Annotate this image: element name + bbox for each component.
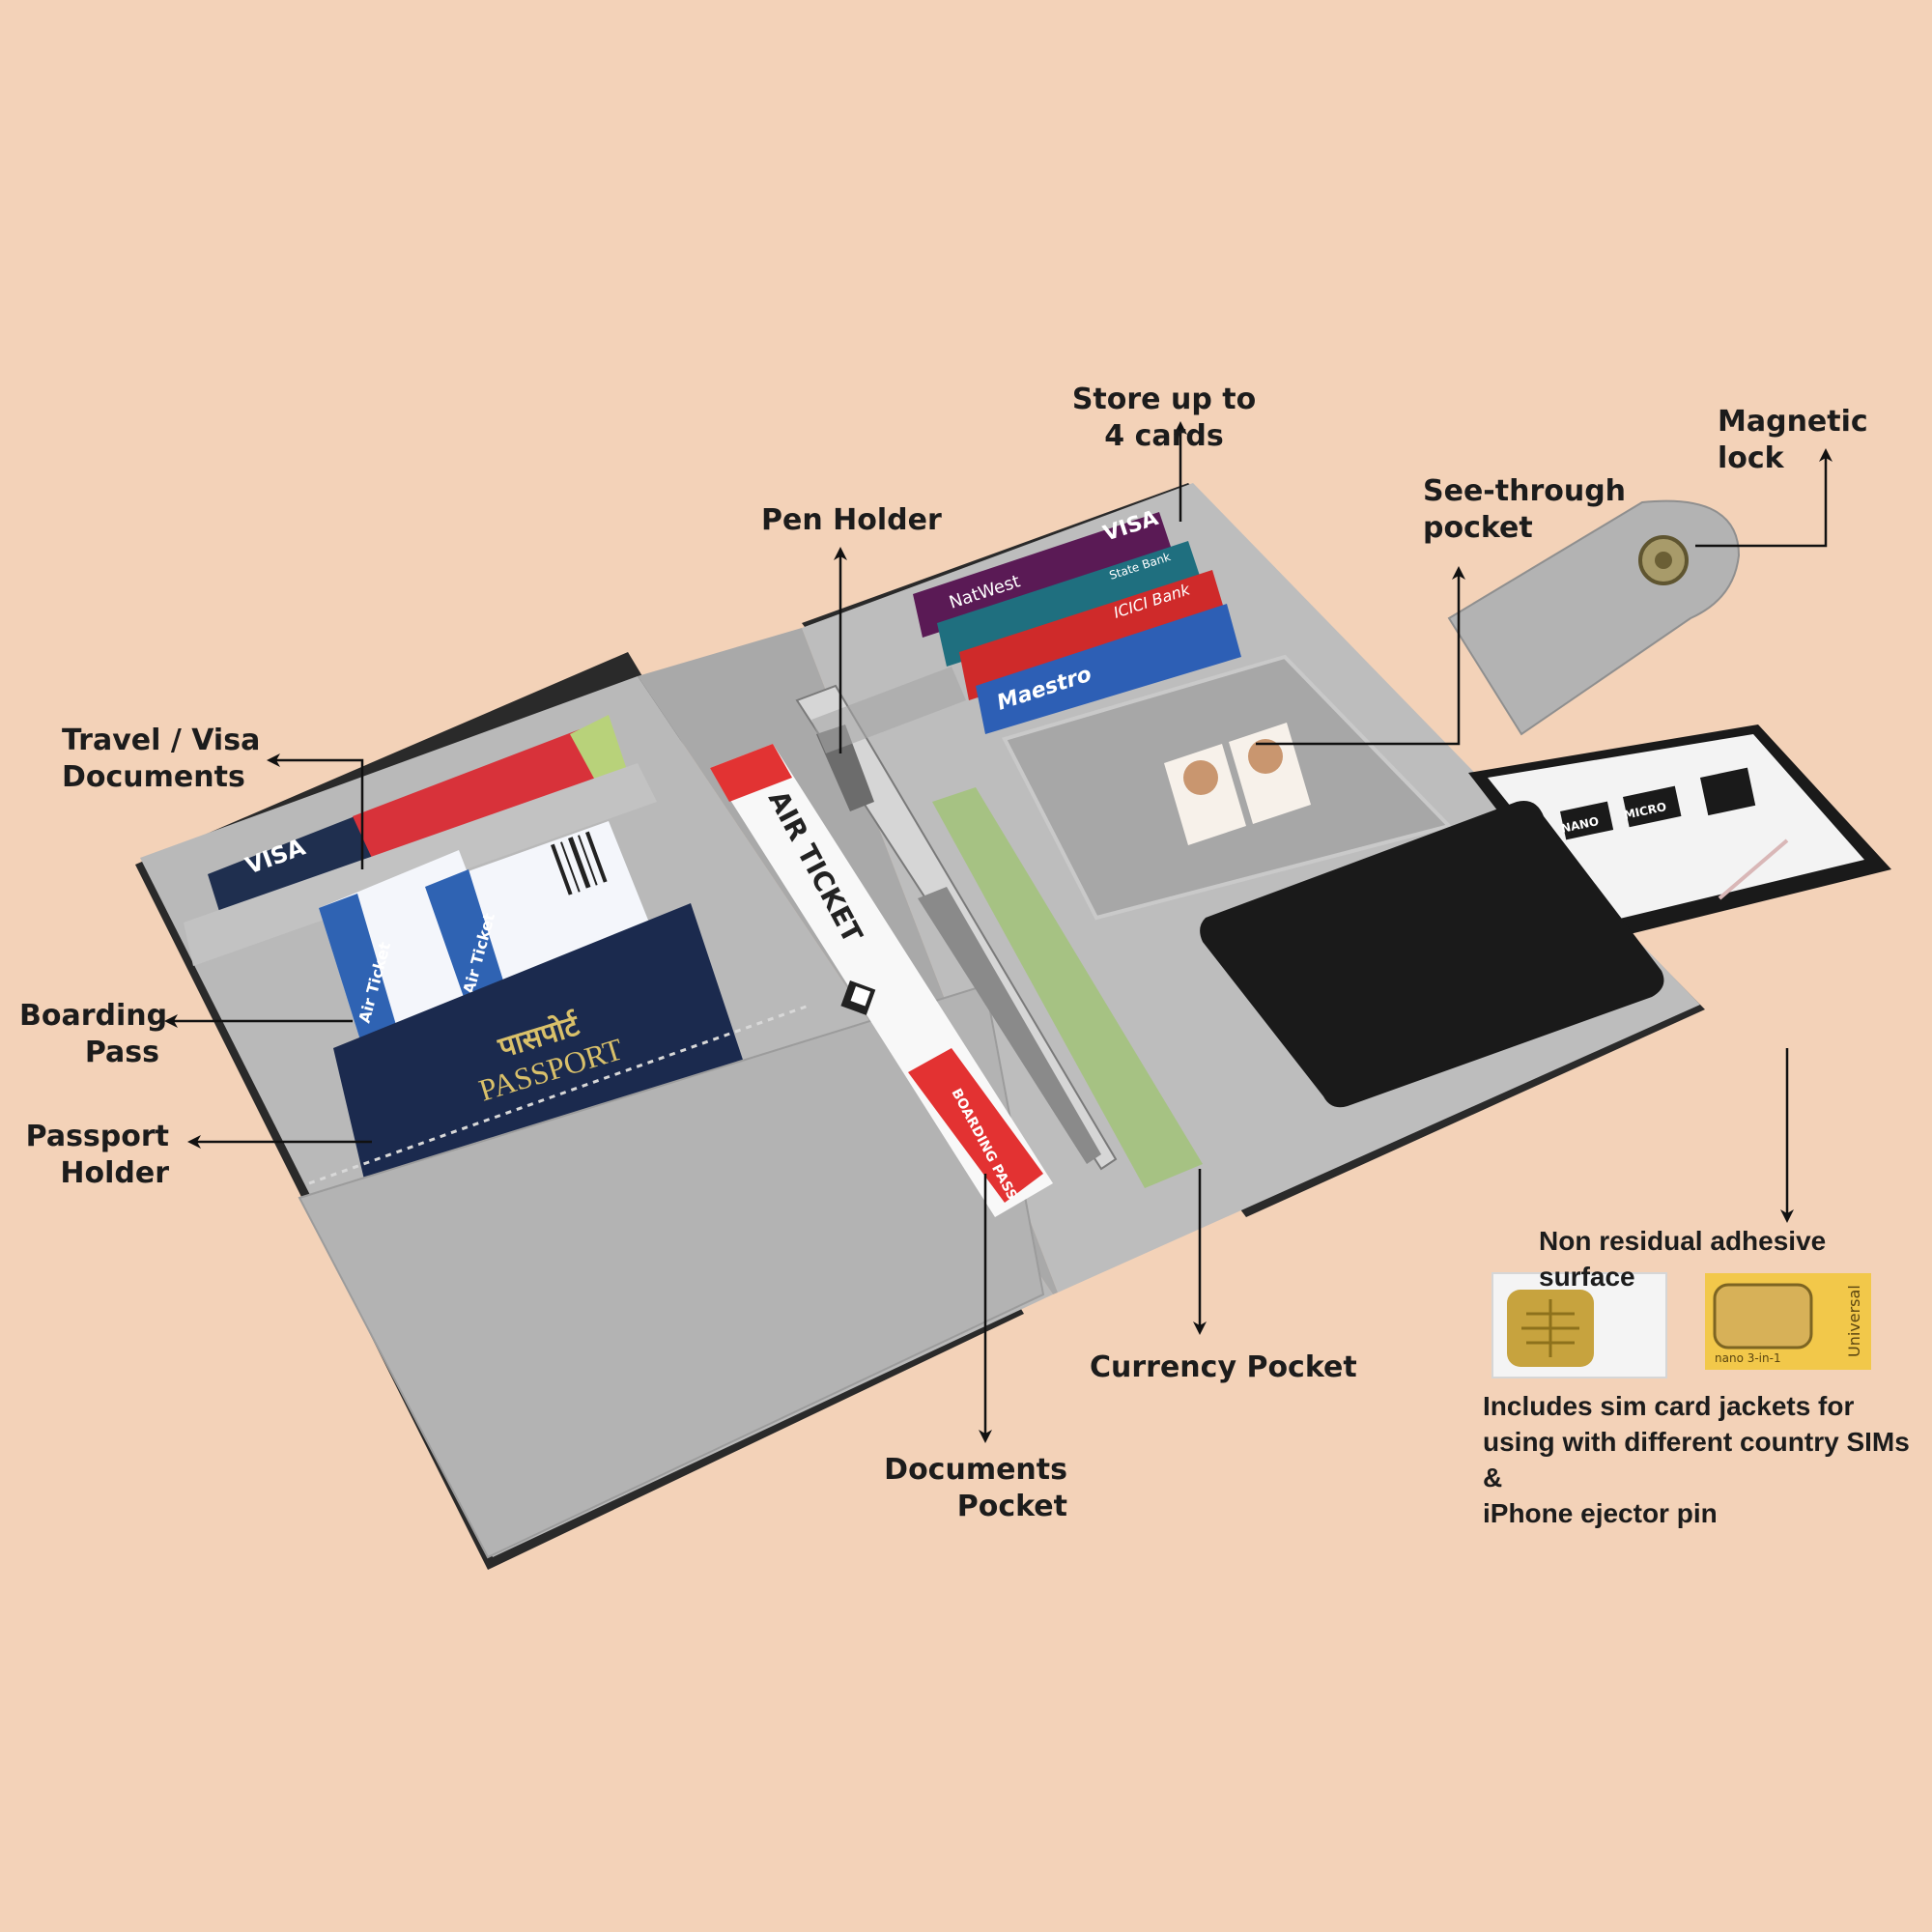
label-pen-holder: Pen Holder	[761, 503, 942, 537]
sim-universal-text: Universal	[1845, 1285, 1863, 1357]
label-sim-jackets: Includes sim card jackets for using with…	[1483, 1391, 1910, 1528]
callout-arrows	[164, 421, 1833, 1443]
photo-1-face	[1183, 760, 1218, 795]
label-boarding-pass: Boarding Pass	[19, 999, 168, 1069]
sim-chip-1-lines	[1521, 1299, 1579, 1357]
passport-cover	[333, 903, 744, 1212]
label-passport-holder: Passport Holder	[25, 1120, 169, 1190]
arrow-see-through	[1256, 566, 1465, 746]
travel-visa-documents: VISA	[184, 715, 657, 966]
pen-grip	[918, 887, 1101, 1164]
sim-micro-slot	[1623, 785, 1682, 828]
cards: NatWest VISA State Bank ICICI Bank Maest…	[913, 506, 1241, 734]
arrow-magnetic-lock	[1695, 448, 1833, 548]
currency-notes	[932, 787, 1203, 1188]
boarding-pass-doc-stripe	[908, 1048, 1043, 1203]
air-ticket-header	[710, 744, 792, 802]
pocket-stitch	[308, 1003, 812, 1185]
card-natwest	[913, 512, 1174, 638]
sim-standard-slot	[1700, 767, 1756, 816]
label-see-through-pocket: See-through pocket	[1423, 474, 1627, 545]
label-adhesive-surface: Non residual adhesive surface	[1539, 1226, 1827, 1292]
qr-code-inner	[850, 986, 871, 1007]
passport: पासपोर्ट PASSPORT	[333, 903, 744, 1212]
sim-cards-display: nano 3-in-1 Universal	[1492, 1272, 1871, 1378]
magnetic-lock-center	[1655, 552, 1672, 569]
card-icici	[959, 570, 1227, 700]
label-documents-pocket: Documents Pocket	[884, 1453, 1067, 1523]
barcode	[551, 831, 608, 895]
label-store-cards: Store up to 4 cards	[1071, 383, 1257, 453]
arrow-travel-visa	[267, 753, 364, 869]
green-document	[570, 715, 628, 787]
documents-front-pocket	[298, 983, 1045, 1559]
phone	[1200, 801, 1664, 1108]
card-maestro	[976, 604, 1241, 734]
sim-chip-2	[1713, 1283, 1813, 1350]
photo-2-face	[1248, 739, 1283, 774]
sim-3in1-text: nano 3-in-1	[1715, 1351, 1781, 1365]
label-travel-visa: Travel / Visa Documents	[62, 724, 261, 794]
sim-nano-slot	[1560, 801, 1614, 840]
pocket-flap-top	[184, 763, 657, 966]
label-magnetic-lock: Magnetic lock	[1718, 405, 1868, 475]
ejector-pin	[1718, 838, 1789, 900]
photo-1	[1164, 744, 1246, 845]
id-photos	[1164, 723, 1311, 845]
card-sbi	[937, 541, 1203, 667]
label-currency-pocket: Currency Pocket	[1090, 1350, 1357, 1384]
pen-holder-strap	[811, 667, 966, 753]
photo-2	[1229, 723, 1311, 824]
